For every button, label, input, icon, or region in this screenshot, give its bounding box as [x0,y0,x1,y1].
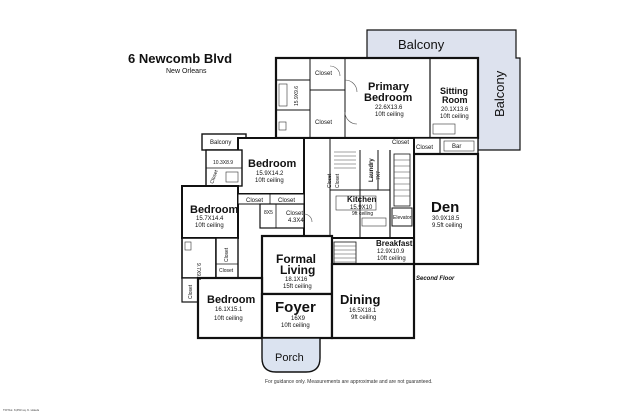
closet-kitchen-b: Closet [335,173,341,188]
closet-top-label: Closet [315,71,332,77]
formal-living-label-2: Living [280,263,315,277]
bar-label: Bar [452,144,461,150]
laundry-dims: 7X7 [376,171,382,180]
bedroom-2-label: Bedroom [248,158,297,170]
closet-lower-b-label: Closet [219,268,234,274]
kitchen-ceiling: 9ft ceiling [352,211,373,217]
elevator-shaft [391,207,413,227]
dining-label: Dining [340,292,380,307]
closet-mid-label: Closet [315,120,332,126]
porch-label: Porch [275,352,304,364]
bedroom-4-ceiling: 10ft ceiling [214,316,243,322]
den-label: Den [431,199,459,216]
closet-small-dims: 15.9X9.6 [294,86,300,106]
porch-outline [261,337,321,373]
address-title: 6 Newcomb Blvd [128,51,232,66]
den-dims: 30.9X18.5 [432,216,460,222]
den-ceiling: 9.5ft ceiling [432,223,462,229]
closet-lower-a-label: Closet [224,247,230,262]
bath-lower-left-dims: 9.7X9.2 [195,263,201,280]
bedroom-4-dims: 16.1X15.1 [215,307,243,313]
closet-lower-c-label: Closet [188,284,194,299]
primary-bedroom-ceiling: 10ft ceiling [375,112,404,118]
sitting-room-label-2: Room [442,95,468,105]
bath-lower-left-outline [181,237,217,279]
closet-b3a-label: Closet [246,198,263,204]
bath-left-dims: 10.3X8.9 [213,160,233,166]
kitchen-dims: 15.9X10 [350,205,373,211]
foyer-outline [260,292,334,340]
formal-living-label-1: Formal [276,252,316,266]
city-subtitle: New Orleans [166,68,207,75]
disclaimer-text: For guidance only. Measurements are appr… [265,379,433,385]
primary-bedroom-label-1: Primary [368,81,410,93]
sitting-room-dims: 20.1X13.6 [441,107,469,113]
staircase-right [393,153,411,207]
closet-center-outline [259,203,305,229]
primary-bedroom-dims: 22.6X13.6 [375,105,403,111]
bedroom-4-label: Bedroom [207,294,256,306]
dining-outline [330,262,416,340]
balcony-top-label: Balcony [398,37,445,52]
staircase-lower [333,241,357,273]
bedroom-3-ceiling: 10ft ceiling [195,223,224,229]
dining-dims: 16.5X18.1 [349,308,377,314]
dining-ceiling: 9ft ceiling [351,315,376,321]
laundry-label: Laundry [369,158,375,182]
elevator-label: Elevator [393,215,412,221]
closet-center-label: Closet [286,211,303,217]
bedroom-3-outline [181,185,239,239]
bedroom-2-dims: 15.9X14.2 [256,171,284,177]
formal-living-dims: 18.1X16 [285,277,308,283]
staircase-upper [334,151,356,169]
breakfast-dims: 12.9X10.9 [377,249,405,255]
balcony-small-label: Balcony [210,140,231,146]
closet-center-dims: 4.3X4 [288,218,304,224]
floor-label: Second Floor [416,276,455,282]
breakfast-label: Breakfast [376,239,413,248]
bedroom-2-outline [237,137,305,195]
sitting-room-label-1: Sitting [440,86,468,96]
foyer-label: Foyer [275,299,316,316]
balcony-right-label: Balcony [492,70,507,117]
kitchen-label: Kitchen [347,195,376,204]
foyer-dims: 16X9 [291,316,306,322]
formal-living-ceiling: 15ft ceiling [283,284,312,290]
primary-bedroom-label-2: Bedroom [364,92,413,104]
bedroom-3-label: Bedroom [190,204,239,216]
closet-b3b-label: Closet [278,198,295,204]
closet-right-top-label: Closet [392,140,409,146]
bedroom-3-dims: 15.7X14.4 [196,216,224,222]
sitting-room-ceiling: 10ft ceiling [440,114,469,120]
small-dims: 8X5 [264,210,273,216]
bedroom-2-ceiling: 10ft ceiling [255,178,284,184]
foyer-ceiling: 10ft ceiling [281,323,310,329]
closet-upper-right-label: Closet [416,145,433,151]
credit-text: TOTAL: 6,653 sq. ft. Hotels [3,408,40,412]
closet-nook-label: Closet [209,169,220,185]
closet-kitchen-a: Closet [327,173,333,188]
breakfast-ceiling: 10ft ceiling [377,256,406,262]
bedroom-4-outline [196,276,264,340]
